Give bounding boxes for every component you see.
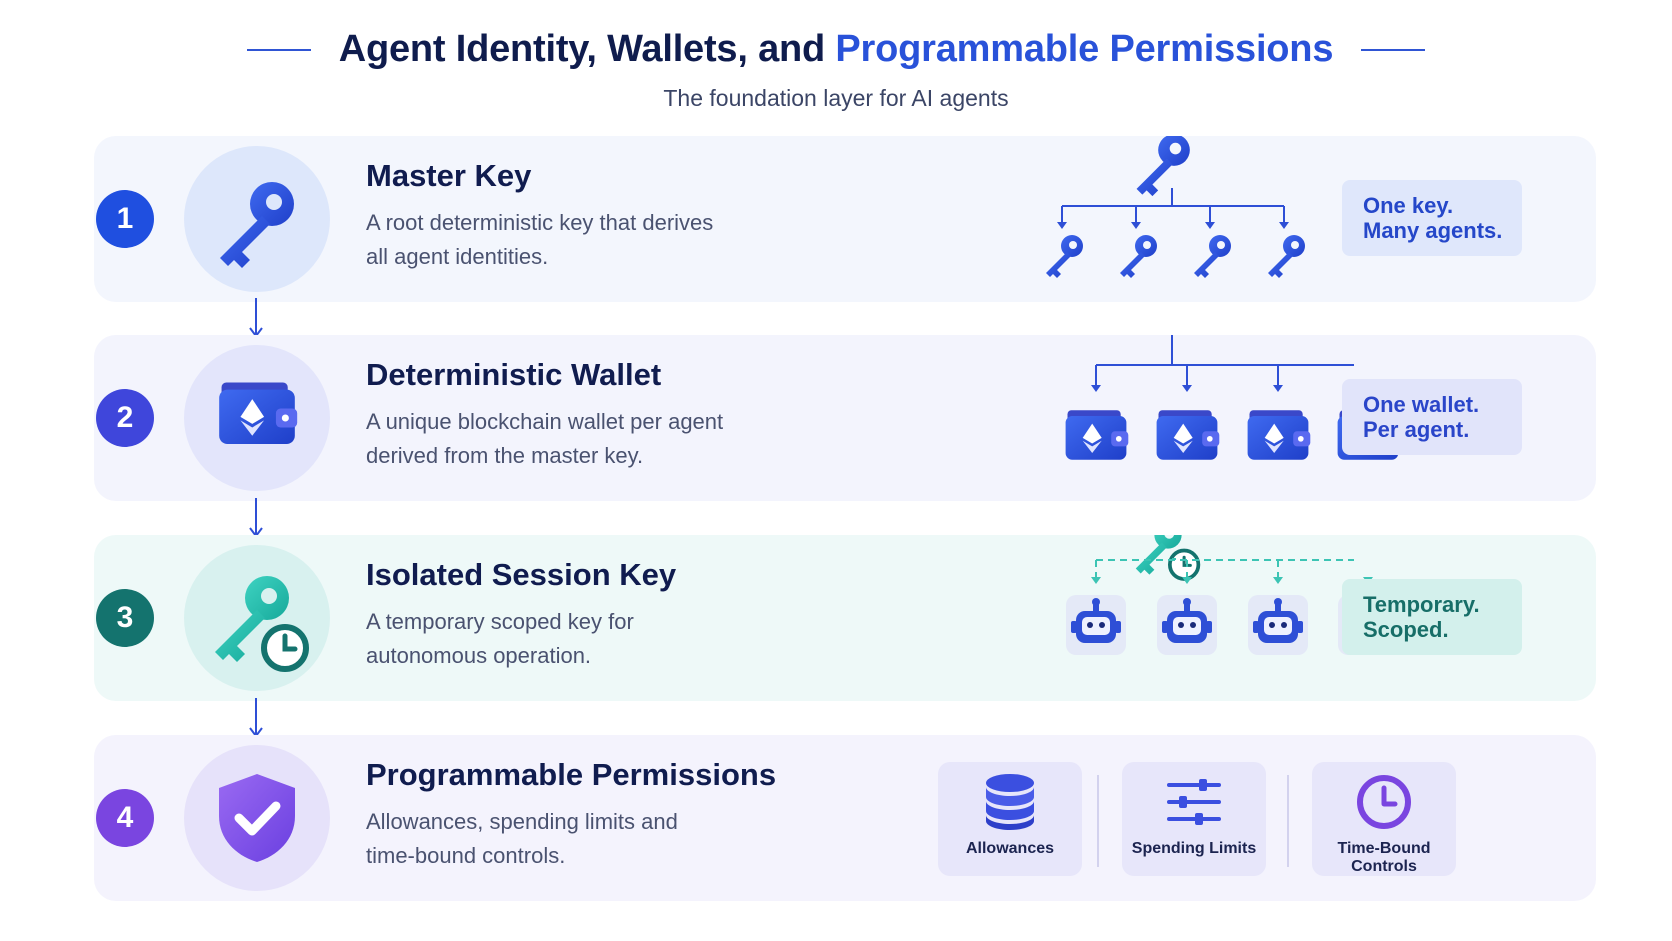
wallet-derivation-diagram <box>1065 335 1354 460</box>
step-tag: Temporary.Scoped. <box>1342 579 1522 655</box>
derived-key-icon <box>1046 235 1083 278</box>
session-key-diagram <box>1066 535 1354 655</box>
step-description: A root deterministic key that derives al… <box>366 210 714 269</box>
step-tag: One key.Many agents. <box>1342 180 1522 256</box>
step-programmable-permissions: 4 Programmable Permissions Allowances, s… <box>94 735 1596 901</box>
permission-allowances: Allowances <box>938 762 1082 876</box>
permission-time-bound-controls: Time-Bound Controls <box>1312 762 1456 876</box>
permission-label: Allowances <box>965 840 1055 857</box>
divider <box>1097 775 1099 867</box>
divider <box>1287 775 1289 867</box>
page-title: Agent Identity, Wallets, and Programmabl… <box>339 28 1334 71</box>
sliders-icon <box>1122 772 1266 832</box>
header: Agent Identity, Wallets, and Programmabl… <box>0 28 1672 112</box>
step-title: Programmable Permissions <box>366 757 777 792</box>
step-title: Isolated Session Key <box>366 557 677 592</box>
step-tag: One wallet.Per agent. <box>1342 379 1522 455</box>
session-key-icon <box>184 545 330 691</box>
agent-wallet-icon <box>1065 410 1129 460</box>
step-number: 3 <box>96 589 154 647</box>
step-title: Deterministic Wallet <box>366 357 662 392</box>
step-description: A temporary scoped key for autonomous op… <box>366 609 634 668</box>
permission-label: Spending Limits <box>1131 840 1257 857</box>
clock-icon <box>1312 772 1456 832</box>
key-derivation-diagram <box>1046 136 1305 278</box>
database-stack-icon <box>938 772 1082 832</box>
page-title-main: Agent Identity, Wallets, and <box>338 28 836 70</box>
agent-robot-icon <box>1248 595 1308 655</box>
page-subtitle: The foundation layer for AI agents <box>663 85 1009 111</box>
derived-key-icon <box>1194 235 1231 278</box>
title-line-right <box>1361 48 1426 51</box>
permission-spending-limits: Spending Limits <box>1122 762 1266 876</box>
agent-wallet-icon <box>1247 410 1311 460</box>
title-line-left <box>246 48 311 51</box>
wallet-icon <box>184 345 330 491</box>
permission-label: Time-Bound Controls <box>1337 840 1431 875</box>
down-arrow <box>249 498 263 538</box>
step-title: Master Key <box>366 158 532 193</box>
step-isolated-session-key: 3 Isolated Session Key A temporary scope… <box>94 535 1596 701</box>
step-deterministic-wallet: 2 Deterministic Wallet A unique blockcha… <box>94 335 1596 501</box>
step-number: 2 <box>96 389 154 447</box>
derived-key-icon <box>1268 235 1305 278</box>
down-arrow <box>249 698 263 738</box>
step-description: A unique blockchain wallet per agent der… <box>366 409 724 468</box>
agent-wallet-icon <box>1156 410 1220 460</box>
step-description: Allowances, spending limits and time-bou… <box>366 809 678 868</box>
step-number: 1 <box>96 190 154 248</box>
agent-robot-icon <box>1157 595 1217 655</box>
session-key-small-icon <box>1135 535 1201 581</box>
derived-key-icon <box>1120 235 1157 278</box>
agent-robot-icon <box>1066 595 1126 655</box>
step-master-key: 1 Master Key A root deterministic key th… <box>94 136 1596 302</box>
master-key-icon <box>1136 136 1190 197</box>
key-icon <box>184 146 330 292</box>
shield-check-icon <box>184 745 330 891</box>
step-number: 4 <box>96 789 154 847</box>
page-title-accent: Programmable Permissions <box>835 28 1334 70</box>
down-arrow <box>249 298 263 338</box>
